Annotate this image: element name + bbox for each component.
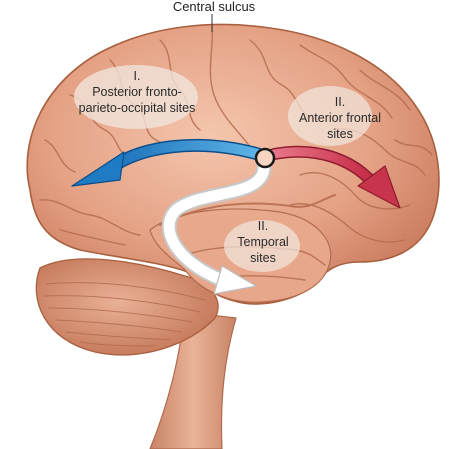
svg-text:I.: I. <box>134 69 141 83</box>
central-sulcus-label: Central sulcus <box>173 0 256 14</box>
svg-text:II.: II. <box>258 219 268 233</box>
svg-text:sites: sites <box>250 251 276 265</box>
white-arrow <box>161 160 272 295</box>
posterior-sites-label: I. Posterior fronto- parieto-occipital s… <box>79 69 196 115</box>
svg-text:Temporal: Temporal <box>237 235 288 249</box>
blue-arrow <box>71 138 265 187</box>
temporal-region-highlight <box>224 220 300 272</box>
posterior-region-highlight <box>74 65 198 129</box>
anterior-sites-label: II. Anterior frontal sites <box>299 95 381 141</box>
anterior-region-highlight <box>288 86 372 146</box>
svg-text:Anterior frontal: Anterior frontal <box>299 111 381 125</box>
brain-stem <box>149 311 237 449</box>
origin-circle <box>254 147 276 169</box>
svg-text:parieto-occipital sites: parieto-occipital sites <box>79 101 196 115</box>
svg-text:Posterior fronto-: Posterior fronto- <box>92 85 182 99</box>
svg-text:sites: sites <box>327 127 353 141</box>
temporal-sites-label: II. Temporal sites <box>237 219 288 265</box>
svg-text:II.: II. <box>335 95 345 109</box>
red-arrow <box>268 145 401 209</box>
cerebellum <box>35 258 219 356</box>
